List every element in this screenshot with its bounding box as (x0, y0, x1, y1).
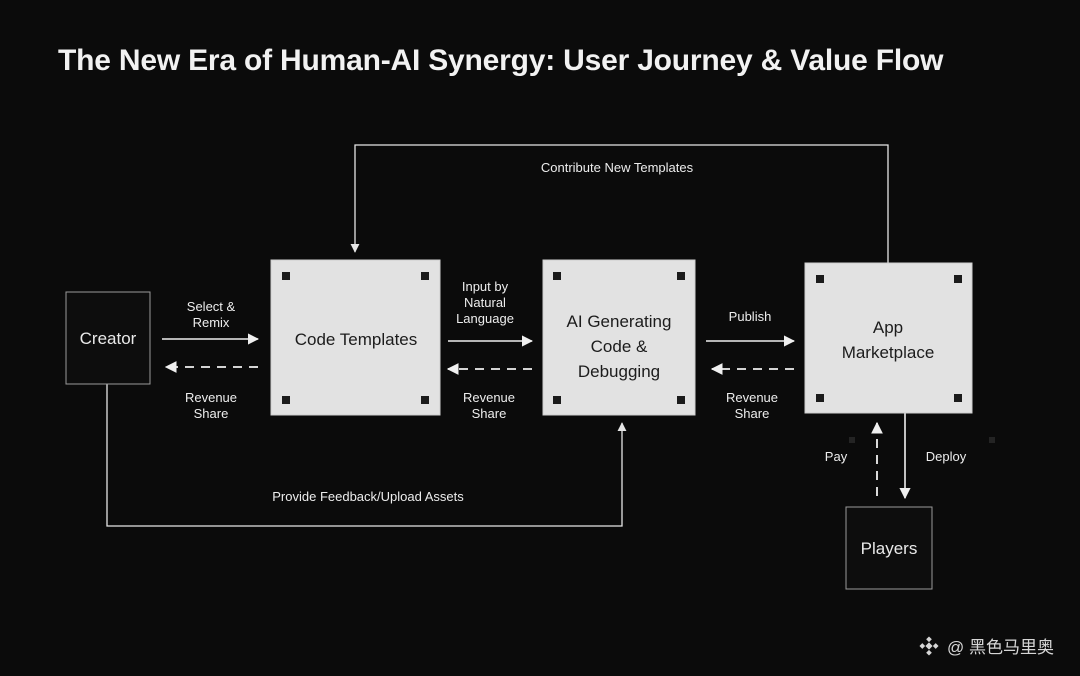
edge-input-natural-language[interactable]: Input by Natural Language (448, 279, 534, 347)
code-templates-box[interactable] (270, 259, 441, 416)
app-marketplace-box[interactable] (804, 262, 973, 414)
edge-revenue-share-1[interactable]: Revenue Share (164, 361, 258, 421)
edge-revenue-share-3[interactable]: Revenue Share (710, 363, 794, 421)
app-marketplace-handle-top-right[interactable] (954, 275, 962, 283)
code-templates-label: Code Templates (295, 330, 418, 349)
ai-generating-handle-top-right[interactable] (677, 272, 685, 280)
watermark: @ 黑色马里奥 (918, 633, 1054, 658)
edge-revenue-share-2[interactable]: Revenue Share (446, 363, 532, 421)
node-code-templates[interactable]: Code Templates (270, 259, 441, 416)
code-templates-handle-bottom-right[interactable] (421, 396, 429, 404)
binance-diamond-icon (918, 635, 940, 657)
node-app-marketplace[interactable]: App Marketplace (804, 262, 973, 414)
app-marketplace-label-line-2: Marketplace (842, 343, 935, 362)
ai-generating-label-line-3: Debugging (578, 362, 660, 381)
node-creator[interactable]: Creator (65, 291, 151, 385)
players-box[interactable] (845, 506, 933, 590)
edge-select-remix[interactable]: Select & Remix (162, 299, 260, 345)
input-natural-language-label-line-1: Input by (462, 279, 509, 294)
canvas-handle-right[interactable] (989, 437, 995, 443)
revenue-share-3-label-line-2: Share (735, 406, 770, 421)
ai-generating-box[interactable] (542, 259, 696, 416)
creator-label: Creator (80, 329, 137, 348)
revenue-share-1-label-line-2: Share (194, 406, 229, 421)
select-remix-label-line-2: Remix (193, 315, 230, 330)
contribute-new-templates-path (350, 144, 889, 263)
deploy-label: Deploy (926, 449, 967, 464)
ai-generating-handle-bottom-right[interactable] (677, 396, 685, 404)
revenue-share-1-label-line-1: Revenue (185, 390, 237, 405)
provide-feedback-label: Provide Feedback/Upload Assets (272, 489, 464, 504)
code-templates-handle-top-left[interactable] (282, 272, 290, 280)
players-label: Players (861, 539, 918, 558)
app-marketplace-handle-top-left[interactable] (816, 275, 824, 283)
edge-deploy[interactable]: Deploy (899, 413, 967, 500)
canvas-handle-left[interactable] (849, 437, 855, 443)
revenue-share-3-label-line-1: Revenue (726, 390, 778, 405)
contribute-new-templates-label: Contribute New Templates (541, 160, 694, 175)
revenue-share-2-label-line-1: Revenue (463, 390, 515, 405)
creator-box[interactable] (65, 291, 151, 385)
input-natural-language-label-line-3: Language (456, 311, 514, 326)
edge-publish[interactable]: Publish (706, 309, 796, 347)
ai-generating-handle-top-left[interactable] (553, 272, 561, 280)
node-players[interactable]: Players (845, 506, 933, 590)
edge-provide-feedback[interactable]: Provide Feedback/Upload Assets (106, 384, 627, 527)
node-ai-generating[interactable]: AI Generating Code & Debugging (542, 259, 696, 416)
ai-generating-handle-bottom-left[interactable] (553, 396, 561, 404)
page-title: The New Era of Human-AI Synergy: User Jo… (58, 44, 944, 77)
app-marketplace-label-line-1: App (873, 318, 903, 337)
code-templates-handle-bottom-left[interactable] (282, 396, 290, 404)
app-marketplace-handle-bottom-left[interactable] (816, 394, 824, 402)
edge-contribute-new-templates[interactable]: Contribute New Templates (350, 144, 889, 263)
provide-feedback-path (106, 384, 627, 527)
edge-pay[interactable]: Pay (825, 421, 883, 496)
app-marketplace-handle-bottom-right[interactable] (954, 394, 962, 402)
ai-generating-label-line-2: Code & (591, 337, 648, 356)
revenue-share-2-label-line-2: Share (472, 406, 507, 421)
code-templates-handle-top-right[interactable] (421, 272, 429, 280)
ai-generating-label-line-1: AI Generating (567, 312, 672, 331)
pay-label: Pay (825, 449, 848, 464)
select-remix-label-line-1: Select & (187, 299, 236, 314)
publish-label: Publish (729, 309, 772, 324)
input-natural-language-label-line-2: Natural (464, 295, 506, 310)
watermark-handle: @ 黑色马里奥 (947, 638, 1054, 657)
